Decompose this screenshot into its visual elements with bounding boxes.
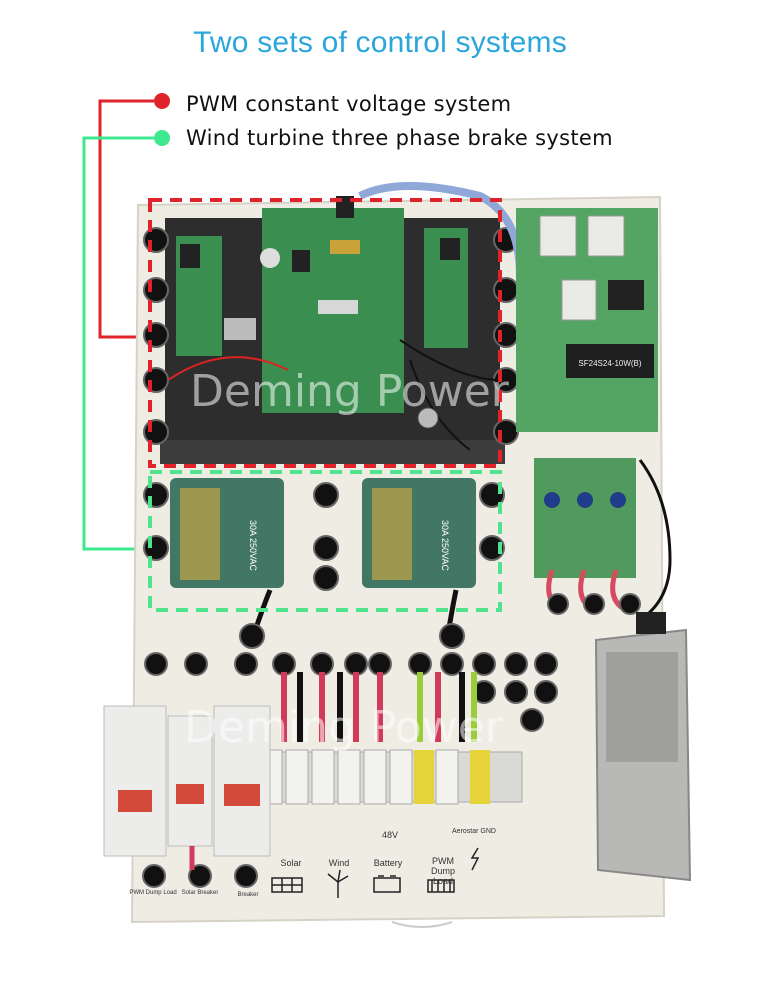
terminal-label-solar: Solar (280, 858, 302, 868)
legend-label-brake: Wind turbine three phase brake system (186, 126, 613, 150)
dcdc-label: SF24S24-10W(B) (578, 359, 641, 368)
lightning-icon (470, 847, 480, 871)
legend-label-pwm: PWM constant voltage system (186, 92, 512, 116)
battery-voltage-label: 48V (381, 830, 398, 840)
solar-panel-icon (271, 877, 303, 893)
legend-dot-red (154, 93, 170, 109)
terminal-label-battery: Battery (373, 858, 403, 868)
watermark-upper: Deming Power (190, 366, 509, 417)
battery-icon (373, 875, 401, 893)
red-connector-line (98, 99, 154, 339)
relay-2-spec: 30A 250VAC (440, 520, 450, 571)
red-dashed-box (148, 198, 502, 468)
fuse-holder-2 (167, 715, 213, 847)
aerostar-gnd-label: Aerostar GND (452, 828, 496, 835)
relay-1-spec: 30A 250VAC (248, 520, 258, 571)
green-dashed-box (148, 470, 502, 612)
page-title: Two sets of control systems (193, 26, 567, 59)
fuse-holder-1 (103, 705, 167, 857)
breaker-label-1: PWM Dump Load (129, 890, 177, 896)
transformer-2 (587, 215, 625, 257)
watermark-lower: Deming Power (184, 702, 503, 753)
dcdc-module (566, 344, 654, 378)
brake-pcb (534, 458, 636, 578)
transformer-1 (539, 215, 577, 257)
terminal-label-wind: Wind (328, 858, 350, 868)
green-connector-line (82, 136, 154, 551)
dump-load-icon (427, 879, 455, 893)
terminal-label-dump-load: PWM Dump Load (430, 856, 455, 886)
fuse-holder-3 (213, 705, 271, 857)
wind-turbine-icon (327, 869, 349, 898)
transformer-3 (561, 279, 597, 321)
breaker-label-2: Solar Breaker (181, 890, 219, 896)
legend-dot-green (154, 130, 170, 146)
breaker-label-3: Breaker (237, 892, 259, 898)
